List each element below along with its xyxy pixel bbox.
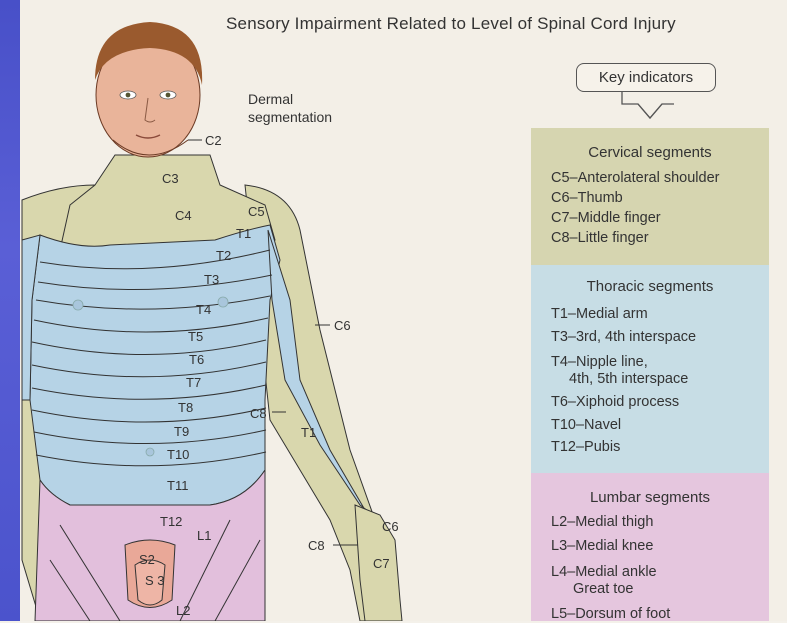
thoracic-item: T6–Xiphoid process <box>551 394 679 411</box>
cervical-item: C7–Middle finger <box>551 210 661 227</box>
cervical-item: C6–Thumb <box>551 190 623 207</box>
label-t8: T8 <box>178 400 193 415</box>
label-s3: S 3 <box>145 573 165 588</box>
cervical-panel: Cervical segments C5–Anterolateral shoul… <box>531 128 769 265</box>
label-t5: T5 <box>188 329 203 344</box>
label-t9: T9 <box>174 424 189 439</box>
thoracic-item: T12–Pubis <box>551 439 620 456</box>
label-t11: T11 <box>167 478 188 493</box>
thoracic-heading: Thoracic segments <box>531 278 769 295</box>
label-c7: C7 <box>373 556 390 571</box>
thoracic-panel: Thoracic segments T1–Medial arm T3–3rd, … <box>531 265 769 473</box>
left-nipple-icon <box>73 300 83 310</box>
lumbar-item: L5–Dorsum of foot <box>551 606 670 623</box>
label-t4: T4 <box>196 302 211 317</box>
lumbar-heading: Lumbar segments <box>531 489 769 506</box>
label-c8-hand: C8 <box>308 538 325 553</box>
label-t3: T3 <box>204 272 219 287</box>
cervical-item: C8–Little finger <box>551 230 649 247</box>
lumbar-item: L4–Medial ankle <box>551 564 657 581</box>
label-c8: C8 <box>250 406 267 421</box>
right-nipple-icon <box>218 297 228 307</box>
cervical-heading: Cervical segments <box>531 144 769 161</box>
label-c5: C5 <box>248 204 265 219</box>
lumbar-panel: Lumbar segments L2–Medial thigh L3–Media… <box>531 473 769 621</box>
lumbar-item-continued: Great toe <box>573 581 633 598</box>
lumbar-item: L2–Medial thigh <box>551 514 653 531</box>
thoracic-torso-region <box>30 225 280 505</box>
head-illustration <box>95 22 202 157</box>
label-t2: T2 <box>216 248 231 263</box>
label-t6: T6 <box>189 352 204 367</box>
navel-icon <box>146 448 154 456</box>
label-l2: L2 <box>176 603 190 618</box>
label-t7: T7 <box>186 375 201 390</box>
label-c2: C2 <box>205 133 222 148</box>
thoracic-item-continued: 4th, 5th interspace <box>569 371 688 388</box>
label-t10: T10 <box>167 447 189 462</box>
thoracic-item: T3–3rd, 4th interspace <box>551 329 696 346</box>
thoracic-item: T4–Nipple line, <box>551 354 648 371</box>
label-t12: T12 <box>160 514 182 529</box>
thoracic-item: T1–Medial arm <box>551 306 648 323</box>
cervical-item: C5–Anterolateral shoulder <box>551 170 719 187</box>
lumbar-item: L3–Medial knee <box>551 538 653 555</box>
label-c6: C6 <box>334 318 351 333</box>
thoracic-item: T10–Navel <box>551 417 621 434</box>
label-l1: L1 <box>197 528 211 543</box>
label-s2: S2 <box>139 552 155 567</box>
label-t1: T1 <box>236 226 251 241</box>
label-t1-arm: T1 <box>301 425 316 440</box>
label-c4: C4 <box>175 208 192 223</box>
label-c3: C3 <box>162 171 179 186</box>
label-c6-hand: C6 <box>382 519 399 534</box>
